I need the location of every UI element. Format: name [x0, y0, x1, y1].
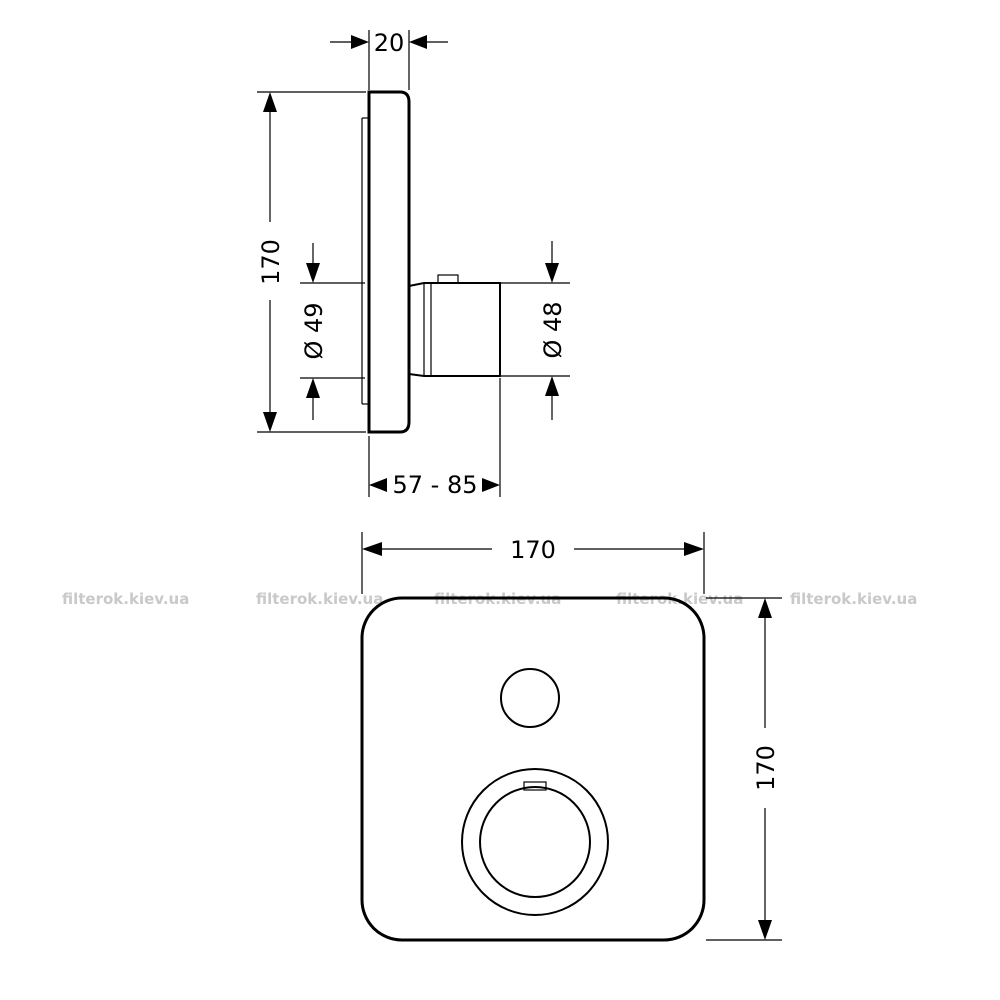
front-plate-outline	[360, 596, 706, 942]
arrow-head	[409, 35, 427, 49]
watermark-text: filterok.kiev.ua	[616, 590, 743, 608]
arrow-head	[758, 598, 772, 618]
dim-label-height-front: 170	[752, 745, 780, 791]
arrow-head	[369, 478, 387, 492]
arrow-head	[263, 412, 277, 432]
arrow-head	[263, 92, 277, 112]
thermostat-knob-outer	[461, 768, 609, 916]
arrow-head	[306, 263, 320, 283]
push-button	[500, 668, 560, 728]
arrow-head	[545, 263, 559, 283]
arrow-head	[482, 478, 500, 492]
watermark-text: filterok.kiev.ua	[256, 590, 383, 608]
watermark-text: filterok.kiev.ua	[62, 590, 189, 608]
side-knob-body	[408, 282, 501, 377]
thermostat-knob-tab	[523, 781, 547, 791]
arrow-head	[545, 376, 559, 396]
arrow-head	[362, 542, 382, 556]
side-plate-outline	[367, 90, 411, 434]
arrow-head	[351, 35, 369, 49]
dim-label-width-front: 170	[510, 536, 556, 564]
dim-label-diameter-48: Ø 48	[539, 301, 567, 358]
arrow-head	[306, 378, 320, 398]
dim-label-diameter-49: Ø 49	[300, 302, 328, 359]
watermarks: filterok.kiev.ua filterok.kiev.ua filter…	[62, 590, 917, 608]
thermostat-knob-inner	[479, 786, 591, 898]
dim-label-depth: 20	[374, 29, 405, 57]
arrow-head	[758, 920, 772, 940]
dim-label-height-side: 170	[257, 239, 285, 285]
arrow-head	[684, 542, 704, 556]
front-view: 170 170	[360, 532, 782, 942]
dim-label-projection: 57 - 85	[393, 471, 478, 499]
watermark-text: filterok.kiev.ua	[790, 590, 917, 608]
side-knob-tab	[437, 274, 459, 284]
side-view: 20 170 Ø 49 Ø 48 57 - 85	[257, 29, 570, 499]
